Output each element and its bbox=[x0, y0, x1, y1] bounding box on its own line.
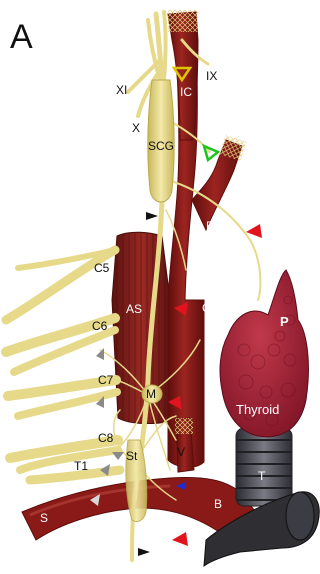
red-arrowhead-icon bbox=[246, 224, 262, 238]
red-arrowhead-icon bbox=[172, 532, 188, 546]
label-C5: C5 bbox=[94, 261, 110, 275]
label-T: T bbox=[258, 469, 266, 483]
black-arrowhead-icon bbox=[138, 548, 150, 556]
label-IC: IC bbox=[180, 85, 192, 99]
black-arrowhead-icon bbox=[146, 212, 158, 220]
label-CC: CC bbox=[202, 301, 220, 315]
vertebral-cut bbox=[175, 418, 193, 434]
label-S: S bbox=[40, 511, 48, 525]
label-St: St bbox=[126, 449, 138, 463]
label-AS: AS bbox=[126, 302, 142, 316]
trachea bbox=[236, 428, 292, 506]
label-C6: C6 bbox=[92, 319, 108, 333]
label-XI: XI bbox=[116, 83, 127, 97]
label-M: M bbox=[146, 387, 156, 401]
label-B: B bbox=[214, 497, 222, 511]
label-X: X bbox=[132, 121, 140, 135]
label-C8: C8 bbox=[98, 431, 114, 445]
label-IX: IX bbox=[206, 69, 217, 83]
esophagus-lumen bbox=[286, 492, 314, 540]
panel-letter: A bbox=[10, 18, 33, 56]
label-P: P bbox=[280, 314, 289, 329]
label-C7: C7 bbox=[98, 373, 114, 387]
label-T1: T1 bbox=[74, 459, 88, 473]
internal-carotid-cut bbox=[168, 10, 198, 32]
label-Thyroid: Thyroid bbox=[236, 402, 279, 417]
label-V: V bbox=[177, 445, 185, 459]
label-SCG: SCG bbox=[148, 139, 174, 153]
green-marker-icon bbox=[204, 146, 218, 160]
label-EC: EC bbox=[206, 219, 223, 233]
gray-arrowhead-icon bbox=[112, 452, 124, 460]
